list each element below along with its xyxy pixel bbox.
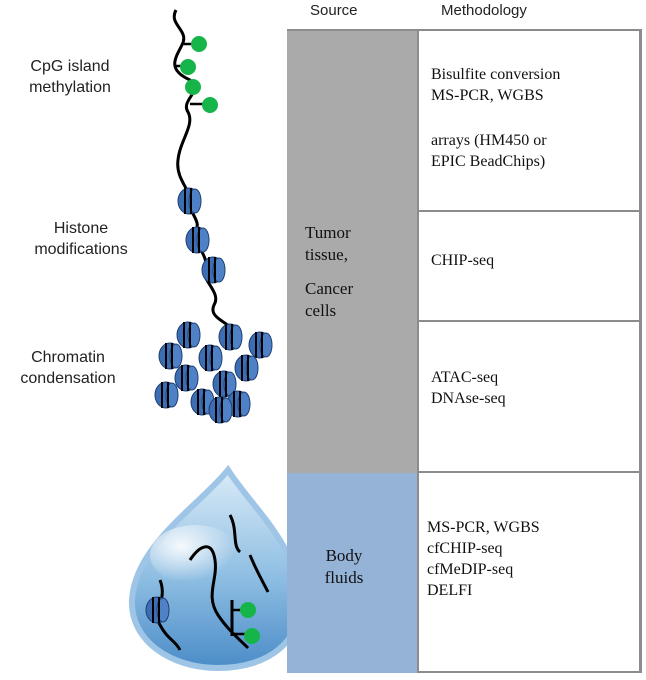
methyl-group-icon — [176, 36, 218, 113]
method-line: MS-PCR, WGBS — [431, 87, 544, 104]
label-histone-modifications: Histone modifications — [6, 218, 156, 260]
method-line: DNAse-seq — [431, 390, 506, 407]
droplet-icon — [128, 464, 304, 672]
method-line: DELFI — [427, 582, 473, 599]
methods-row4: MS-PCR, WGBS cfCHIP-seq cfMeDIP-seq DELF… — [427, 517, 540, 601]
nucleosome-icon — [177, 187, 226, 284]
method-line: CHIP-seq — [431, 252, 495, 269]
method-line: arrays (HM450 or — [431, 132, 547, 149]
chromatin-cluster — [154, 321, 273, 424]
label-cpg-methylation: CpG island methylation — [6, 56, 134, 98]
source-cell-tumor — [287, 29, 417, 473]
methods-row1b: arrays (HM450 or EPIC BeadChips) — [431, 130, 547, 172]
source-line: fluids — [324, 568, 364, 587]
label-line: condensation — [20, 370, 116, 387]
dna-strand-icon — [172, 9, 238, 334]
source-label-tumor: Tumor tissue, Cancer cells — [305, 222, 353, 322]
source-line: Tumor — [305, 223, 351, 242]
method-line: EPIC BeadChips) — [431, 153, 546, 170]
method-line: cfCHIP-seq — [427, 540, 503, 557]
source-line: cells — [305, 301, 337, 320]
method-line: cfMeDIP-seq — [427, 561, 514, 578]
label-line: Histone — [53, 220, 109, 237]
label-line: Chromatin — [31, 349, 105, 366]
source-label-body: Body fluids — [320, 545, 368, 589]
label-chromatin-condensation: Chromatin condensation — [6, 347, 130, 389]
method-line: Bisulfite conversion — [431, 66, 561, 83]
source-cell-body-fluids — [287, 473, 417, 673]
method-cell-row1 — [417, 29, 642, 212]
source-line: tissue, — [305, 245, 348, 264]
method-line: MS-PCR, WGBS — [427, 519, 540, 536]
label-line: CpG island — [30, 58, 110, 75]
label-line: methylation — [29, 79, 111, 96]
method-cell-row4 — [417, 471, 642, 673]
header-source: Source — [310, 2, 358, 19]
methods-row1a: Bisulfite conversion MS-PCR, WGBS — [431, 64, 560, 106]
table-top-border — [287, 29, 642, 31]
methods-row3: ATAC-seq DNAse-seq — [431, 367, 506, 409]
source-line: Cancer — [305, 279, 354, 298]
source-line: Body — [325, 546, 363, 565]
label-line: modifications — [34, 241, 128, 258]
header-methodology: Methodology — [441, 2, 527, 19]
methods-row2: CHIP-seq — [431, 250, 494, 271]
method-line: ATAC-seq — [431, 369, 499, 386]
